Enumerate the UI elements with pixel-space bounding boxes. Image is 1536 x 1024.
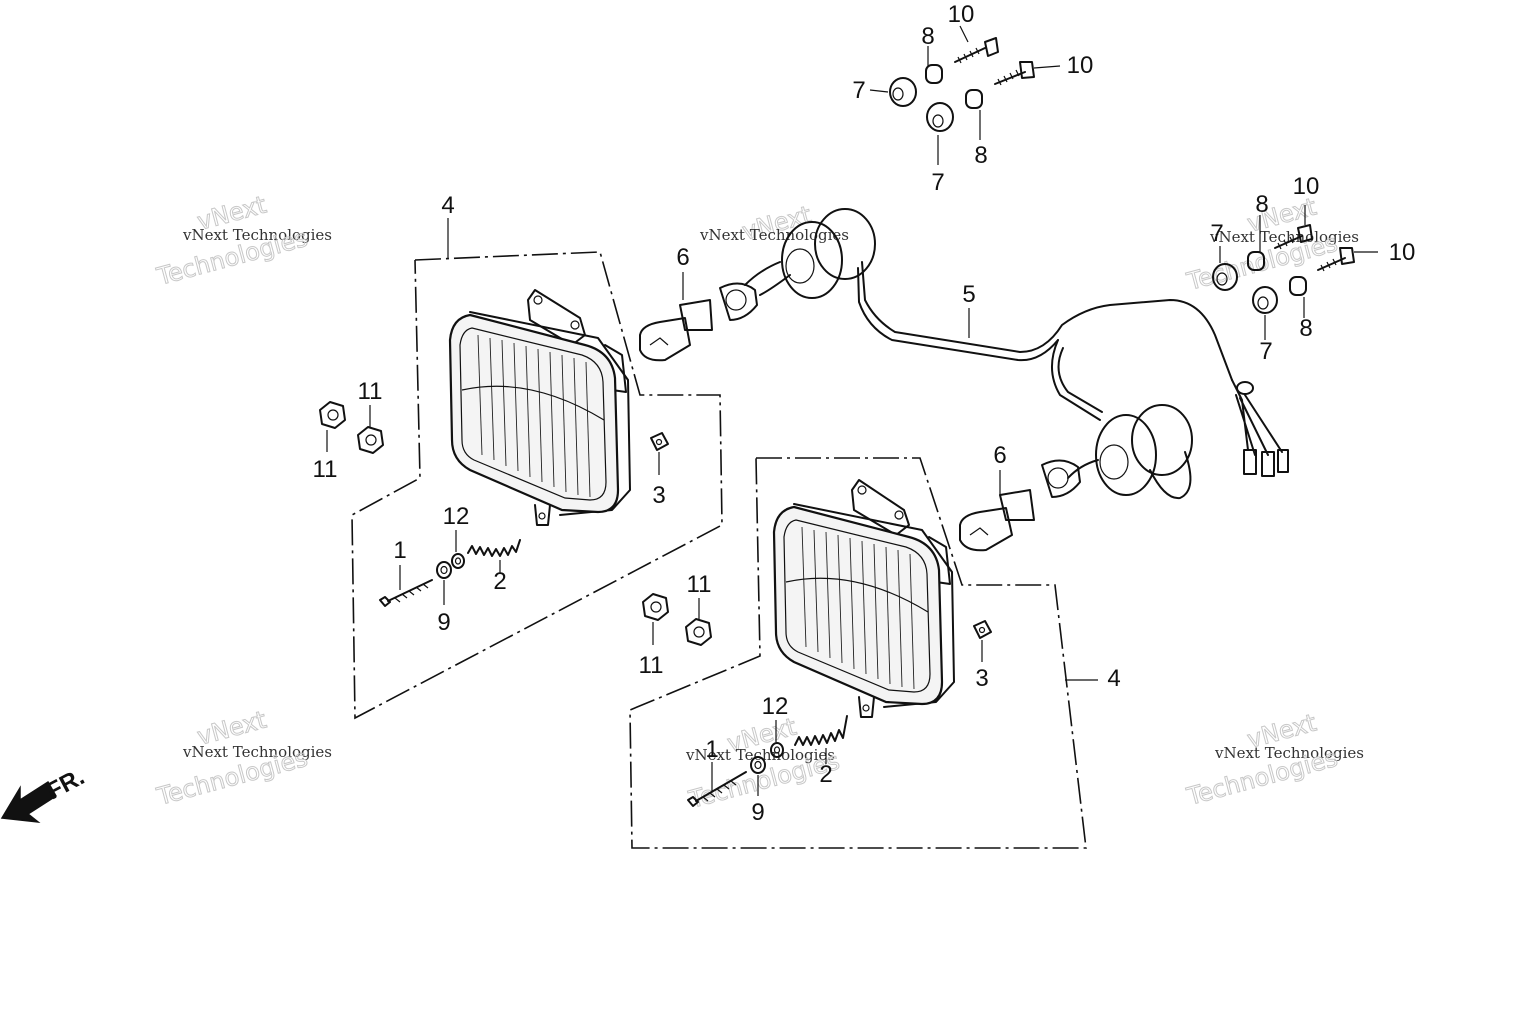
label-3-left: 3	[652, 482, 665, 509]
right-washer	[750, 756, 766, 796]
side-collar-b	[1289, 276, 1307, 318]
side-grommet-b	[1252, 286, 1278, 340]
svg-text:vNext Technologies: vNext Technologies	[182, 743, 332, 761]
top-grommet-b	[926, 102, 954, 165]
right-headlight	[772, 479, 955, 718]
side-grommet-a	[1212, 246, 1238, 291]
left-flange-nut-a	[319, 401, 346, 429]
label-2-right: 2	[819, 761, 832, 788]
label-9-right: 9	[751, 799, 764, 826]
side-screw-a	[1274, 205, 1313, 250]
label-6-upper-bulb: 6	[676, 244, 689, 271]
label-6-lower-bulb: 6	[993, 442, 1006, 469]
right-flange-nut-a	[642, 593, 669, 645]
label-7-top-b: 7	[931, 169, 944, 196]
lower-bulb	[959, 459, 1081, 552]
top-collar-a	[925, 46, 943, 84]
label-12-right: 12	[762, 693, 789, 720]
watermark-bottom-left: vNext vNext Technologies Technologies	[153, 705, 332, 811]
label-5-harness: 5	[962, 281, 975, 308]
label-4-right: 4	[1107, 665, 1120, 692]
label-12-left: 12	[443, 503, 470, 530]
label-10-side-a: 10	[1293, 173, 1320, 200]
label-8-top-a: 8	[921, 23, 934, 50]
svg-text:vNext Technologies: vNext Technologies	[699, 226, 849, 244]
right-assembly-boundary	[629, 457, 1087, 849]
left-headlight	[448, 289, 631, 526]
label-1-right: 1	[705, 736, 718, 763]
label-1-left: 1	[393, 537, 406, 564]
label-11-right-b: 11	[639, 652, 664, 679]
top-grommet-a	[889, 77, 917, 107]
label-11-left-b: 11	[313, 456, 338, 483]
top-collar-b	[965, 89, 983, 140]
right-spring	[794, 715, 848, 764]
label-11-left-a: 11	[358, 378, 383, 405]
left-square-nut	[650, 432, 669, 475]
svg-text:vNext Technologies: vNext Technologies	[1214, 744, 1364, 762]
top-screw-a	[954, 25, 999, 64]
upper-bulb	[639, 272, 758, 362]
label-11-right-a: 11	[687, 571, 712, 598]
svg-text:vNext Technologies: vNext Technologies	[685, 746, 835, 764]
label-4-left: 4	[441, 192, 454, 219]
svg-text:vNext Technologies: vNext Technologies	[1209, 228, 1359, 246]
front-direction-arrow: FR.	[0, 763, 89, 824]
left-flange-nut-b	[357, 426, 384, 454]
label-8-top-b: 8	[974, 142, 987, 169]
left-washer	[436, 561, 452, 605]
left-assembly-boundary	[351, 251, 723, 720]
side-collar-a	[1247, 215, 1265, 271]
label-7-side-a: 7	[1210, 220, 1223, 247]
left-adjust-bolt	[379, 565, 433, 607]
right-square-nut	[973, 620, 992, 662]
label-7-top-a: 7	[852, 77, 865, 104]
top-screw-b	[994, 61, 1061, 86]
label-10-side-b: 10	[1389, 239, 1416, 266]
right-adjust-bolt	[687, 762, 747, 807]
label-10-top-b: 10	[1067, 52, 1094, 79]
left-spacer	[451, 530, 465, 569]
right-spacer	[770, 720, 784, 758]
side-screw-b	[1317, 247, 1378, 272]
label-7-side-b: 7	[1259, 338, 1272, 365]
label-9-left: 9	[437, 609, 450, 636]
right-flange-nut-b	[685, 598, 712, 646]
label-10-top-a: 10	[948, 1, 975, 28]
label-3-right: 3	[975, 665, 988, 692]
left-spring	[467, 539, 521, 573]
watermark-top-left: vNext vNext Technologies Technologies	[153, 190, 332, 291]
label-2-left: 2	[493, 568, 506, 595]
label-8-side-b: 8	[1299, 315, 1312, 342]
svg-text:vNext Technologies: vNext Technologies	[182, 226, 332, 244]
label-8-side-a: 8	[1255, 191, 1268, 218]
watermark-bottom-right: vNext vNext Technologies Technologies	[1183, 708, 1364, 811]
wire-harness	[744, 208, 1289, 500]
watermark-top-center: vNext vNext Technologies	[699, 200, 849, 246]
